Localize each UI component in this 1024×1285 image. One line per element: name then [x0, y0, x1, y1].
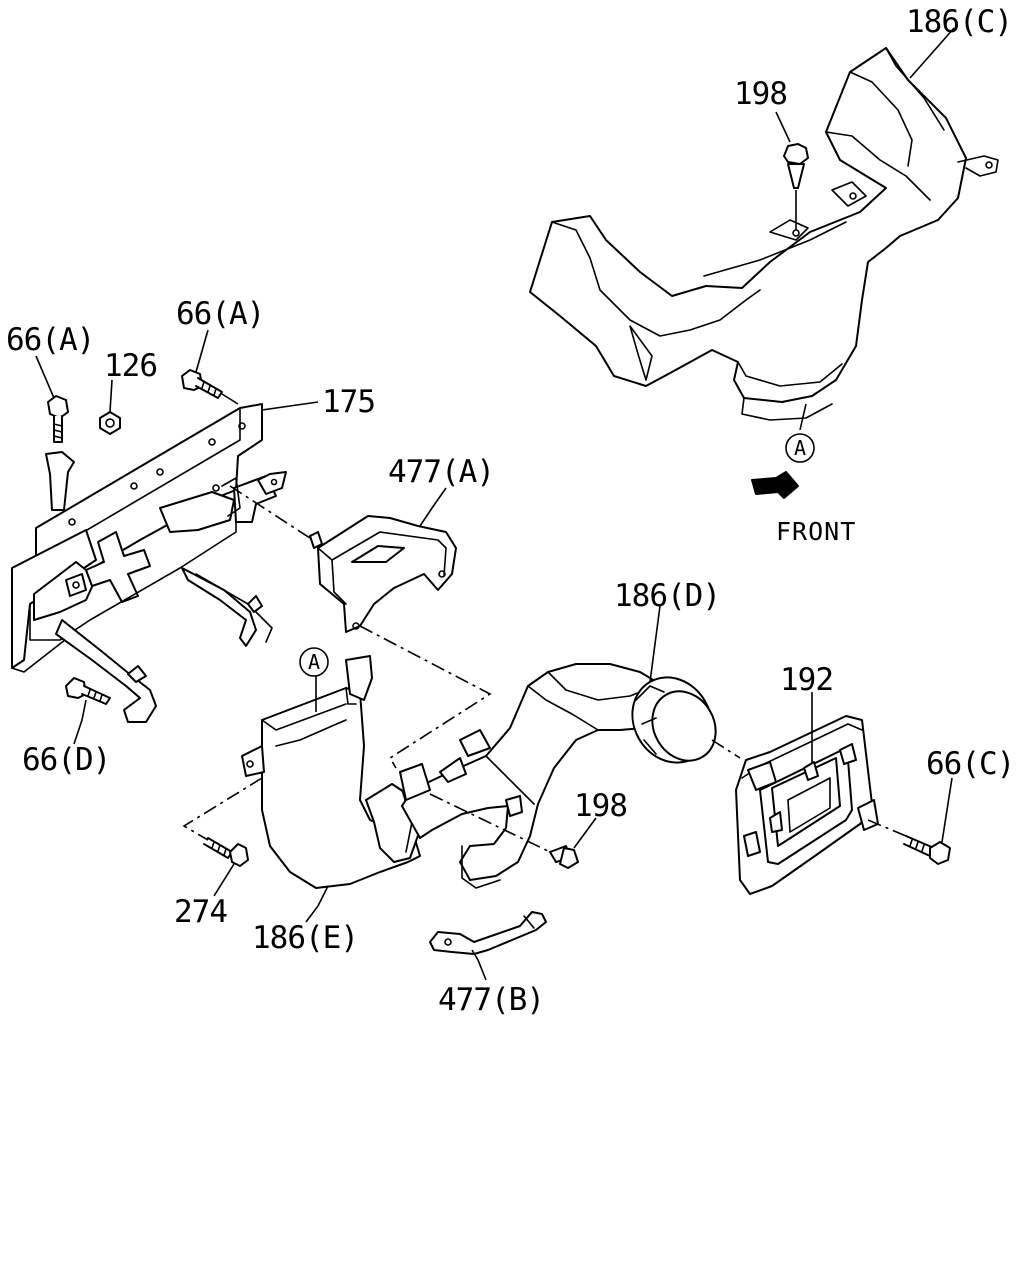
screw-274[interactable] [203, 837, 249, 867]
label-274: 274 [174, 894, 227, 930]
bolt-66c[interactable] [903, 835, 951, 865]
label-175: 175 [322, 384, 375, 420]
label-192: 192 [780, 662, 833, 698]
label-477b: 477(B) [438, 982, 544, 1018]
label-126: 126 [104, 348, 157, 384]
duct-186c[interactable] [529, 47, 999, 421]
bolt-66d[interactable] [65, 677, 111, 705]
part-labels: 186(C) 198 66(A) 66(A) 126 175 477(A) FR… [6, 4, 1015, 1018]
hose-186d[interactable] [399, 663, 673, 889]
label-186c: 186(C) [906, 4, 1012, 40]
reference-mark-a-top: A [785, 433, 815, 463]
alignment-lines [182, 485, 907, 853]
bracket-477a[interactable] [309, 515, 457, 633]
label-66c: 66(C) [926, 746, 1014, 782]
label-66a-left: 66(A) [6, 322, 94, 358]
label-198-top: 198 [734, 76, 787, 112]
label-186e: 186(E) [252, 920, 358, 956]
reference-mark-a-mid: A [299, 647, 329, 677]
clip-198-mid[interactable] [549, 845, 579, 869]
frame-192[interactable] [735, 715, 879, 895]
nut-126[interactable] [99, 411, 121, 435]
leader-lines [35, 27, 955, 981]
label-186d: 186(D) [614, 578, 720, 614]
front-arrow-icon [751, 471, 799, 499]
bracket-175[interactable] [11, 403, 287, 723]
hose-clamp[interactable] [617, 663, 728, 777]
clip-198-top[interactable] [783, 143, 809, 230]
svg-text:A: A [308, 650, 320, 674]
duct-186e[interactable] [241, 655, 421, 889]
label-front: FRONT [776, 517, 856, 546]
label-66d: 66(D) [22, 742, 110, 778]
bracket-477b[interactable] [429, 911, 547, 955]
bolt-66a-mid[interactable] [181, 369, 239, 405]
label-198-mid: 198 [574, 788, 627, 824]
label-477a: 477(A) [388, 454, 494, 490]
svg-text:A: A [794, 436, 806, 460]
label-66a-mid: 66(A) [176, 296, 264, 332]
bolt-66a-left[interactable] [47, 395, 69, 443]
